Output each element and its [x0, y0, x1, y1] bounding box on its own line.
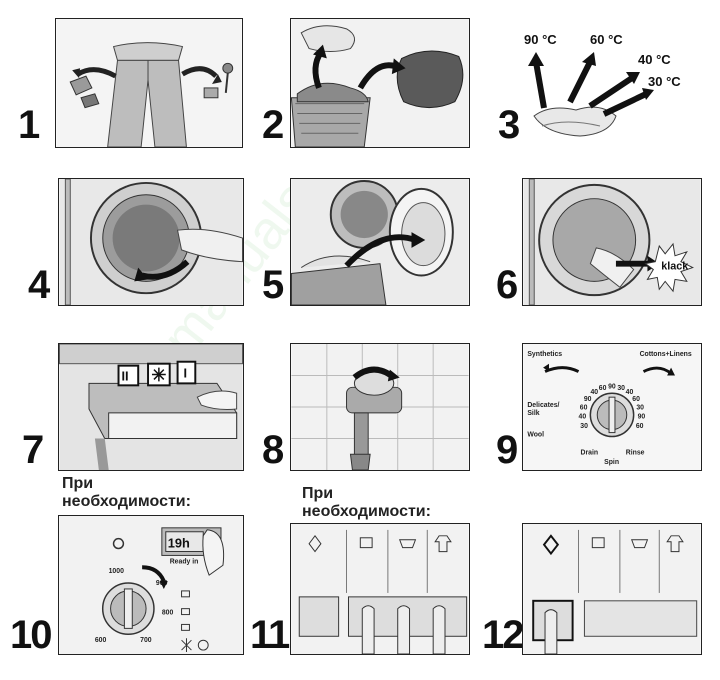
- shirt-icon: [666, 535, 684, 553]
- step-number: 12: [482, 613, 524, 657]
- step-5-panel: [290, 178, 470, 306]
- temp-60: 60 °C: [590, 32, 623, 47]
- step-number: 5: [262, 263, 284, 307]
- step-number: 3: [498, 103, 520, 147]
- dial-temperature: 60: [599, 385, 607, 392]
- label-silk: Silk: [527, 410, 539, 417]
- step-number: 7: [22, 428, 44, 472]
- compartment-I: I: [183, 365, 187, 380]
- close-door-illustration: klack: [523, 179, 701, 305]
- dial-temperature: 60: [632, 396, 640, 403]
- sort-laundry-illustration: [291, 19, 469, 147]
- step-9-panel: Synthetics Cottons+Linens Delicates/ Sil…: [522, 343, 702, 471]
- dial-temperature: 30: [580, 423, 588, 430]
- dial-temperature: 40: [626, 389, 634, 396]
- basin-icon: [398, 539, 417, 549]
- empty-pockets-illustration: [56, 19, 242, 147]
- temp-30: 30 °C: [648, 74, 681, 89]
- load-laundry-illustration: [291, 179, 469, 305]
- label-cottons: Cottons+Linens: [640, 351, 692, 358]
- step-7-panel: II I: [58, 343, 244, 471]
- temperature-sort-illustration: 90 °C 60 °C 40 °C 30 °C: [524, 32, 681, 137]
- speed-700: 700: [140, 637, 152, 644]
- ready-in-label: Ready in: [170, 558, 199, 565]
- step-2-panel: [290, 18, 470, 148]
- star-icon: [181, 638, 192, 653]
- step-number: 11: [250, 613, 290, 657]
- klack-label: klack: [661, 261, 689, 273]
- temp-40: 40 °C: [638, 52, 671, 67]
- step-8-panel: [290, 343, 470, 471]
- label-drain: Drain: [581, 449, 599, 456]
- open-tap-illustration: [291, 344, 469, 470]
- step-11-panel: [290, 523, 470, 655]
- start-icon: [542, 534, 560, 556]
- speed-800: 800: [162, 610, 174, 617]
- step-3-panel: 90 °C 60 °C 40 °C 30 °C: [520, 18, 702, 148]
- label-spin: Spin: [604, 459, 619, 466]
- dial-temperature: 40: [590, 389, 598, 396]
- step-number: 10: [10, 613, 52, 657]
- detergent-drawer-illustration: II I: [59, 344, 243, 470]
- label-wool: Wool: [527, 432, 544, 439]
- program-selector-dial: Synthetics Cottons+Linens Delicates/ Sil…: [523, 344, 701, 470]
- speed-600: 600: [95, 637, 107, 644]
- spin-speed-selector: 19h Ready in 1000 900 800 700 600: [59, 516, 243, 654]
- dial-temperature: 60: [580, 404, 588, 411]
- step-number: 8: [262, 428, 284, 472]
- option-buttons-illustration: [291, 524, 469, 654]
- step-6-panel: klack: [522, 178, 702, 306]
- shirt-icon: [434, 535, 452, 553]
- start-button-illustration: [523, 524, 701, 654]
- dial-temperature: 30: [617, 385, 625, 392]
- dial-temperature: 40: [579, 414, 587, 421]
- iron-icon: [359, 537, 373, 549]
- step-1-panel: [55, 18, 243, 148]
- dial-temperature: 30: [636, 404, 644, 411]
- step-number: 9: [496, 428, 518, 472]
- dial-temperature: 90: [638, 414, 646, 421]
- compartment-II: II: [121, 368, 128, 383]
- open-door-illustration: [59, 179, 243, 305]
- power-icon: [197, 639, 209, 651]
- speed-1000: 1000: [109, 568, 124, 575]
- label-synthetics: Synthetics: [527, 351, 562, 358]
- temp-90: 90 °C: [524, 32, 557, 47]
- step-12-panel: [522, 523, 702, 655]
- step-number: 4: [28, 263, 50, 307]
- step-number: 6: [496, 263, 518, 307]
- label-rinse: Rinse: [626, 449, 645, 456]
- step-10-panel: 19h Ready in 1000 900 800 700 600: [58, 515, 244, 655]
- iron-icon: [591, 537, 605, 549]
- caption-if-needed-10: При необходимости:: [62, 475, 191, 510]
- basin-icon: [630, 539, 649, 549]
- dial-temperature: 60: [636, 423, 644, 430]
- dial-temperature: 90: [584, 396, 592, 403]
- step-4-panel: [58, 178, 244, 306]
- step-number: 1: [18, 103, 40, 147]
- label-delicates: Delicates/: [527, 402, 559, 409]
- spin-icon: [112, 537, 125, 550]
- caption-if-needed-11: При необходимости:: [302, 485, 431, 520]
- start-icon: [308, 534, 322, 553]
- dial-temperature: 90: [608, 383, 616, 390]
- step-number: 2: [262, 103, 284, 147]
- timer-display: 19h: [168, 536, 190, 551]
